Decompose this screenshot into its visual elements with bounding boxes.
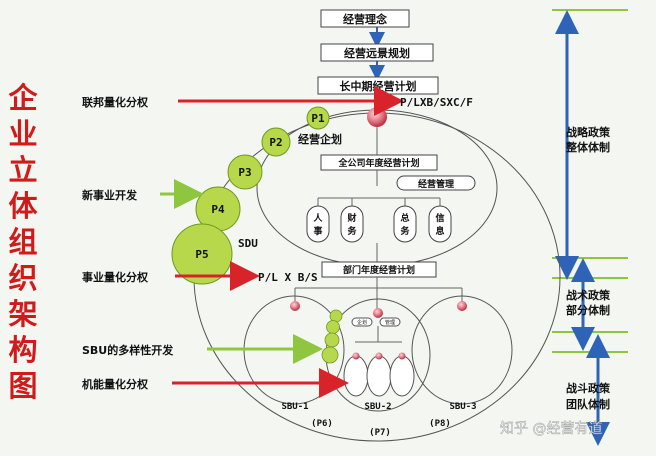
vertical-title-char: 构 [8,333,38,367]
sbu-3-label: SBU-3 [449,402,476,412]
sbu-2-p-label: (P7) [369,428,391,438]
function-pill-text: 事 [313,225,322,237]
left-label-4: SBU的多样性开发 [82,343,174,357]
arrow-text-1: P/LXB/SXC/F [400,96,473,109]
sbu-1-p-label: (P6) [311,419,333,429]
mini-tag-planning [351,317,373,327]
left-label-1: 联邦量化分权 [82,95,149,109]
box-dept-plan [321,261,437,278]
vertical-title-char: 企 [8,81,38,115]
function-pill-text: 信 [435,212,444,224]
right-section-3-line1: 战斗政策 [566,381,611,395]
box-company-plan-text: 全公司年度经营计划 [337,157,419,169]
vertical-title-char: 组 [8,225,38,259]
function-pill [428,205,452,243]
sbu-bead-3 [324,332,340,348]
mini-tag-planning-text: 企划 [357,319,367,326]
left-label-5: 机能量化分权 [82,377,149,391]
management-pill [396,175,476,191]
planning-text: 经营企划 [298,132,342,146]
p-ball-3 [227,154,263,190]
function-pill [393,205,417,243]
right-section-1-line2: 整体体制 [565,140,610,154]
function-pill [340,205,364,243]
right-section-2-line1: 战术政策 [566,288,611,302]
management-text: 经营管理 [418,178,454,190]
left-label-2: 新事业开发 [82,188,138,202]
p-ball-label-2: P2 [269,136,282,149]
box-company-plan [320,154,438,171]
box-dept-plan-text: 部门年度经营计划 [343,264,415,276]
p-ball-1 [306,106,330,130]
function-pill [306,205,330,243]
sbu-bead-2 [326,320,340,334]
vertical-title-char: 图 [8,369,38,403]
vertical-title-char: 业 [8,117,38,151]
sbu-1-label: SBU-1 [281,402,308,412]
function-pill-text: 财 [346,212,356,224]
function-pill-text: 息 [435,225,444,237]
sbu2-sub-2 [366,355,392,397]
left-label-3: 事业量化分权 [82,270,149,284]
sbu-bead-4 [321,346,339,364]
arrow-text-2: P/L X B/S [258,271,318,284]
box-vision [320,43,434,62]
p-ball-5 [171,223,233,285]
top-pink-ball [367,107,387,127]
function-pill-text: 总 [400,212,409,224]
function-pill-text: 务 [347,225,357,237]
sbu-bead-1 [329,309,343,323]
vertical-title-char: 体 [8,189,38,223]
box-philosophy-text: 经营理念 [343,12,388,26]
box-vision-text: 经营远景规划 [344,46,410,60]
sbu-3-ball [457,301,467,311]
right-section-2-line2: 部分体制 [566,303,610,317]
p-ball-label-3: P3 [238,166,251,179]
sbu-3-p-label: (P8) [429,419,451,429]
right-section-1-line1: 战略政策 [566,125,611,139]
mini-tag-management [379,317,401,327]
sbu-3-ellipse [411,295,513,405]
function-pill-text: 务 [400,225,410,237]
right-section-3-line2: 团队体制 [566,397,610,411]
sbu-2-label: SBU-2 [364,402,391,412]
box-long-plan-text: 长中期经营计划 [340,79,417,93]
box-philosophy [320,9,410,28]
vertical-title-char: 架 [8,297,38,331]
mini-tag-management-text: 管理 [385,319,395,326]
function-pill-text: 人 [312,212,323,224]
sbu-1-ball [290,301,300,311]
vertical-title: 企业立体组织架构图 [6,80,40,404]
p-ball-label-5: P5 [195,248,208,261]
sbu-2-ball [373,308,383,318]
sbu2-sub-3 [389,355,415,397]
sbu2-sub-1 [343,355,369,397]
sdu-label: SDU [238,237,258,250]
vertical-title-char: 织 [8,261,38,295]
watermark: 知乎 @经营有道 [500,420,602,437]
p-ball-label-1: P1 [311,112,325,125]
p-ball-label-4: P4 [211,203,225,216]
vertical-title-char: 立 [8,153,38,187]
p-ball-2 [261,127,291,157]
